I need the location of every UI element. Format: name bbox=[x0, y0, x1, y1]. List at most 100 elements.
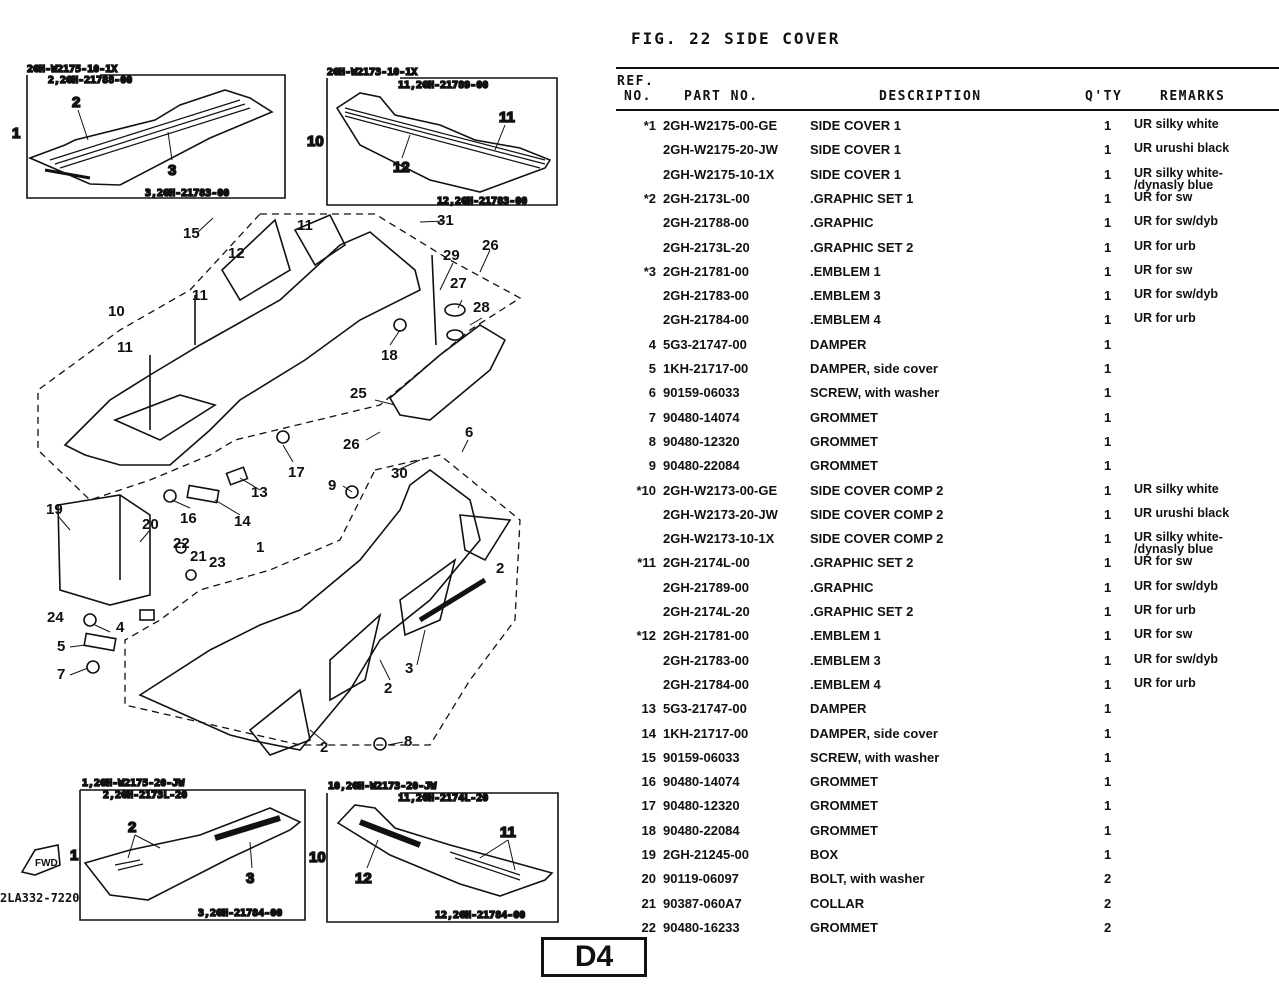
quantity: 1 bbox=[1104, 166, 1112, 182]
part-number: 2GH-2174L-00 bbox=[663, 555, 750, 571]
quantity: 1 bbox=[1104, 263, 1112, 279]
description: .GRAPHIC SET 2 bbox=[810, 555, 914, 571]
callout-10: 10 bbox=[307, 133, 324, 150]
description: GROMMET bbox=[810, 458, 878, 474]
part-number: 2GH-21783-00 bbox=[663, 652, 749, 668]
remarks: UR for sw bbox=[1134, 262, 1193, 277]
quantity: 1 bbox=[1104, 822, 1112, 838]
callout-16: 16 bbox=[180, 510, 197, 527]
quantity: 1 bbox=[1104, 579, 1112, 595]
description: BOLT, with washer bbox=[810, 871, 925, 887]
remarks: UR silky white bbox=[1134, 117, 1219, 131]
callout-12: 12 bbox=[228, 245, 245, 262]
part-number: 90480-14074 bbox=[663, 774, 740, 790]
part-number: 2GH-21789-00 bbox=[663, 579, 749, 595]
inset-title: 2GH-W2175-10-1X bbox=[27, 64, 117, 75]
inset-top-right: 2GH-W2173-10-1X 11,2GH-21789-00 11 12 10… bbox=[306, 66, 558, 208]
quantity: 1 bbox=[1104, 239, 1112, 255]
callout-11: 11 bbox=[192, 287, 208, 304]
part-number: 2GH-21781-00 bbox=[663, 628, 749, 644]
ref-no: *1 bbox=[643, 118, 656, 133]
description: GROMMET bbox=[810, 798, 878, 814]
part-number: 2GH-W2175-00-GE bbox=[663, 118, 778, 133]
ref-no: 6 bbox=[648, 385, 656, 401]
ref-no: *12 bbox=[636, 628, 656, 644]
callout-6: 6 bbox=[465, 424, 473, 441]
quantity: 2 bbox=[1104, 895, 1112, 911]
part-number: 2GH-2173L-20 bbox=[663, 239, 750, 255]
quantity: 1 bbox=[1104, 604, 1112, 619]
ref-no: *3 bbox=[643, 263, 656, 279]
callout-22: 22 bbox=[173, 535, 190, 552]
callout-19: 19 bbox=[46, 501, 63, 518]
ref-no: *11 bbox=[637, 555, 656, 571]
description: SIDE COVER 1 bbox=[810, 166, 902, 182]
ref-no: *2 bbox=[643, 190, 656, 206]
description: SIDE COVER COMP 2 bbox=[810, 506, 944, 522]
callout-2: 2 bbox=[496, 560, 504, 577]
callout-10: 10 bbox=[309, 849, 326, 866]
callout-4: 4 bbox=[116, 619, 125, 636]
callout-24: 24 bbox=[47, 609, 64, 626]
quantity: 1 bbox=[1104, 312, 1112, 328]
part-number: 2GH-W2173-20-JW bbox=[663, 506, 778, 522]
description: DAMPER, side cover bbox=[810, 361, 938, 376]
remarks: UR silky white- bbox=[1134, 530, 1223, 545]
part-number: 90480-22084 bbox=[663, 822, 740, 838]
part-number: 1KH-21717-00 bbox=[663, 725, 749, 741]
description: .GRAPHIC SET 1 bbox=[810, 190, 914, 206]
part-number: 2GH-2173L-00 bbox=[663, 190, 750, 206]
remarks: UR for sw/dyb bbox=[1134, 578, 1219, 593]
quantity: 1 bbox=[1104, 798, 1112, 814]
quantity: 1 bbox=[1104, 847, 1112, 862]
inset-subtitle: 2,2GH-21788-00 bbox=[48, 75, 132, 86]
inset-title: 2GH-W2173-10-1X bbox=[327, 67, 417, 78]
callout-26: 26 bbox=[482, 237, 499, 254]
ref-no: 22 bbox=[641, 919, 656, 935]
callout-2: 2 bbox=[128, 819, 136, 836]
ref-no: 17 bbox=[641, 798, 656, 814]
description: .EMBLEM 4 bbox=[810, 312, 881, 328]
quantity: 1 bbox=[1104, 628, 1112, 644]
remarks-continued: /dynasly blue bbox=[1134, 177, 1214, 192]
quantity: 1 bbox=[1104, 215, 1112, 231]
callout-2: 2 bbox=[384, 680, 392, 697]
header-remarks: REMARKS bbox=[1160, 89, 1226, 104]
quantity: 1 bbox=[1104, 749, 1112, 765]
callout-28: 28 bbox=[473, 299, 490, 316]
quantity: 1 bbox=[1104, 433, 1112, 449]
description: .EMBLEM 3 bbox=[810, 652, 881, 668]
callout-3: 3 bbox=[246, 870, 254, 887]
description: GROMMET bbox=[810, 919, 878, 935]
part-number: 2GH-21784-00 bbox=[663, 676, 749, 692]
ref-no: 5 bbox=[648, 361, 656, 376]
callout-31: 31 bbox=[437, 212, 454, 229]
description: SIDE COVER 1 bbox=[810, 142, 902, 158]
ref-no: 8 bbox=[648, 433, 656, 449]
inset-subtitle: 2,2GH-2173L-20 bbox=[103, 790, 187, 801]
header-description: DESCRIPTION bbox=[879, 89, 982, 104]
callout-17: 17 bbox=[288, 464, 305, 481]
callout-25: 25 bbox=[350, 385, 367, 402]
quantity: 1 bbox=[1104, 506, 1112, 522]
quantity: 1 bbox=[1104, 531, 1112, 547]
inset-bottom-right: 10,2GH-W2173-20-JW 11,2GH-2174L-20 11 12… bbox=[308, 780, 559, 923]
header-part-no: PART NO. bbox=[684, 89, 759, 104]
callout-1: 1 bbox=[12, 125, 20, 142]
quantity: 1 bbox=[1104, 676, 1112, 692]
quantity: 1 bbox=[1104, 118, 1112, 133]
figure-title: FIG. 22 SIDE COVER bbox=[631, 29, 841, 48]
